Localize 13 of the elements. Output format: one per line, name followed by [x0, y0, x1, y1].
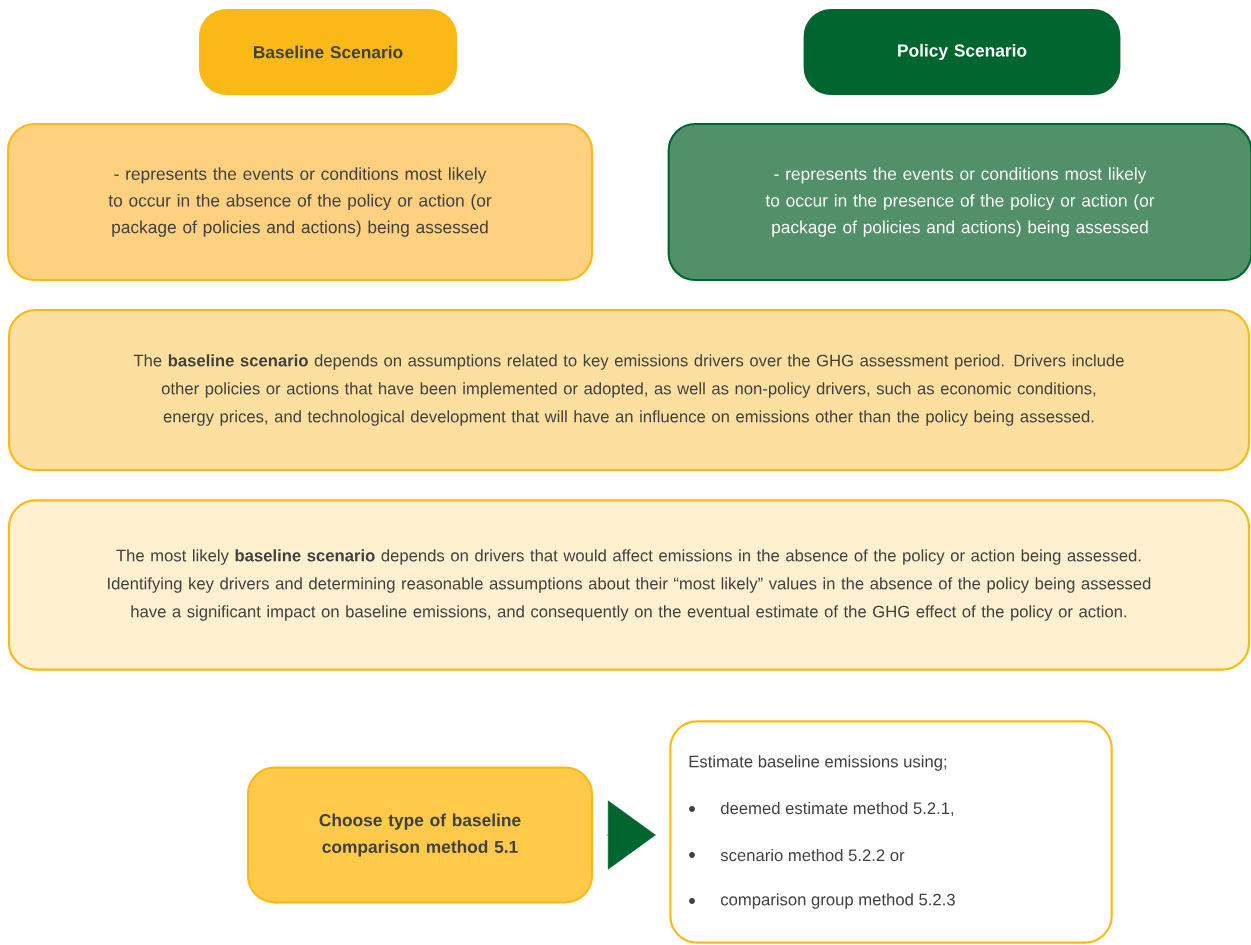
list-item: comparison group method 5.2.3 — [721, 893, 955, 909]
list-box — [669, 720, 1113, 944]
list-item: scenario method 5.2.2 or — [720, 848, 905, 862]
arrow — [606, 800, 656, 870]
text-box: The baseline scenario depends on assumptions related to key emissions drivers over the GHG assessment period. Drivers include other policies or actions that have been implemented or adopted, as well as non-policy drivers, such as economic conditions, energy prices, and technological development that will have an influence on emissions other than the policy being assessed. — [7, 308, 1251, 472]
list-item: deemed estimate method 5.2.1, — [720, 801, 954, 817]
description-box: - represents the events or conditions most likely to occur in the presence of the policy or action (or package of policies and actions) being assessed — [667, 122, 1251, 282]
heading-box: Policy Scenario — [803, 8, 1121, 96]
description-box: - represents the events or conditions most likely to occur in the absence of the policy or action (or package of policies and actions) being assessed — [6, 122, 594, 282]
list-heading: Estimate baseline emissions using; — [689, 755, 947, 771]
process-box: Choose type of baseline comparison method 5.1 — [246, 766, 594, 904]
heading-box: Baseline Scenario — [198, 8, 458, 96]
text-box: The most likely baseline scenario depends on drivers that would affect emissions in the absence of the policy or action being assessed. Identifying key drivers and determining reasonable assumptions about their “most likely” values in the absence of the policy being assessed have a significant impact on baseline emissions, and consequently on the eventual estimate of the GHG effect of the policy or action. — [7, 499, 1251, 671]
